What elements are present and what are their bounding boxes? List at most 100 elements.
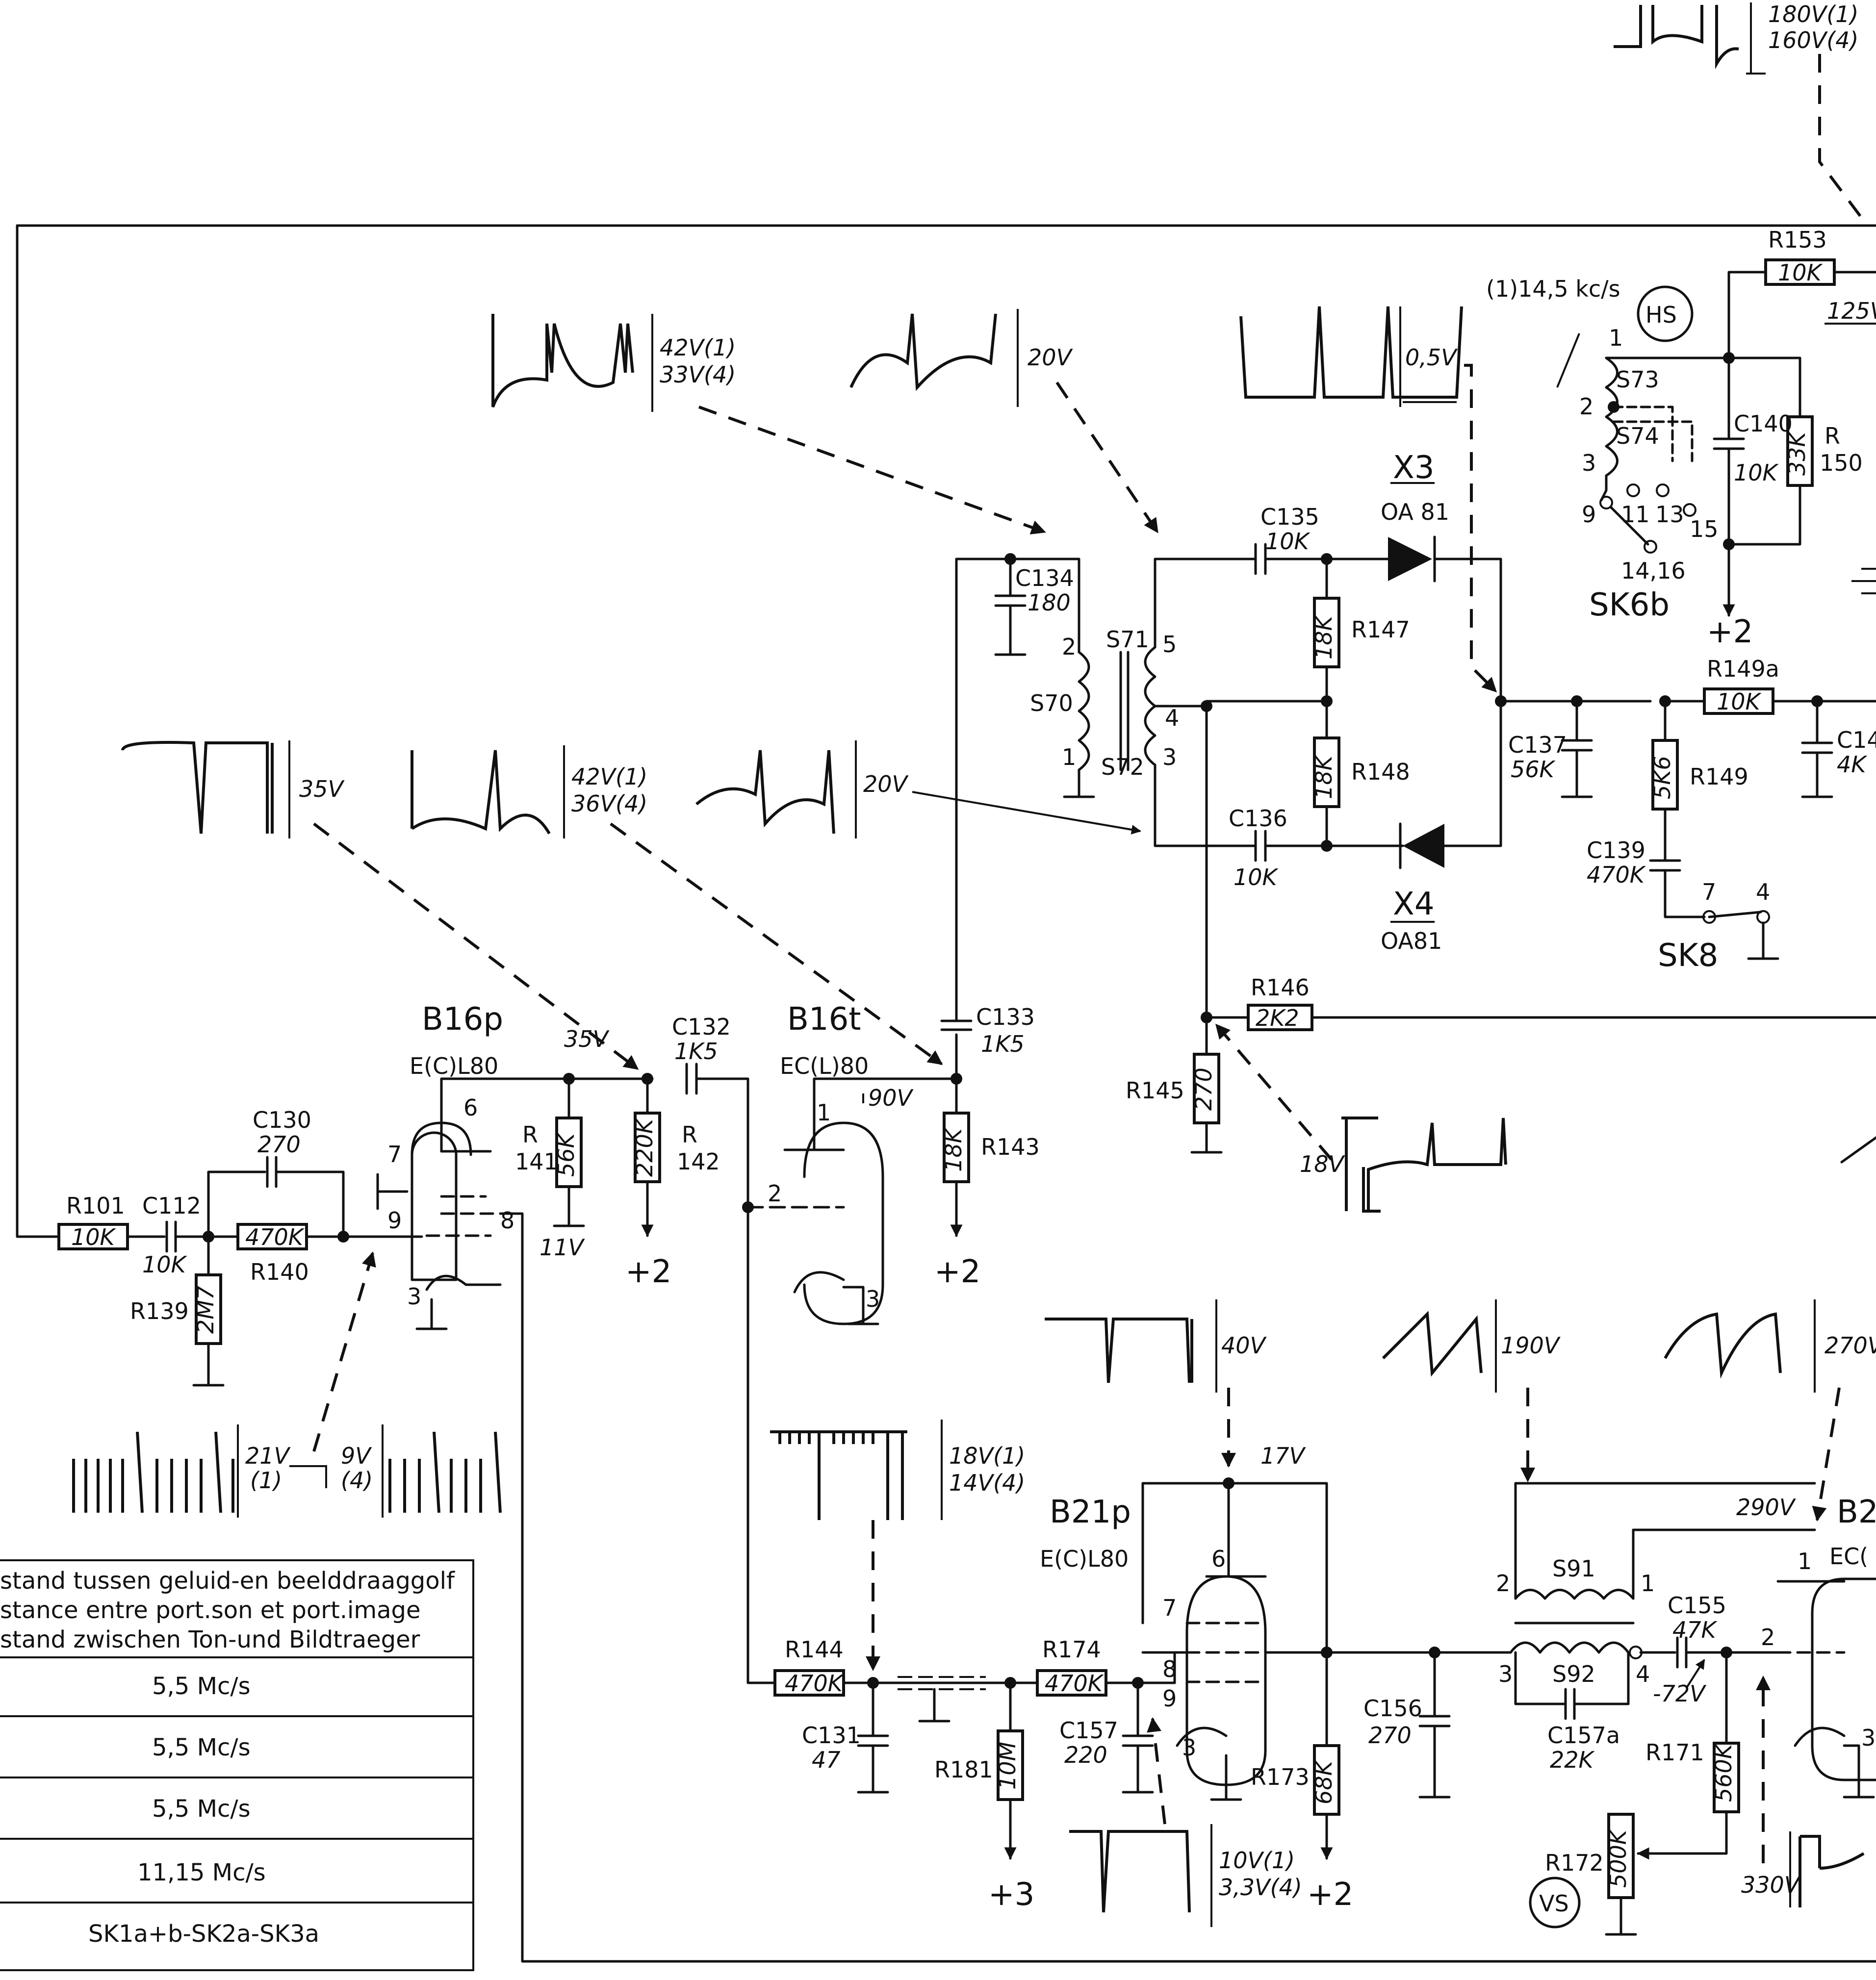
svg-text:42V(1): 42V(1): [660, 334, 736, 361]
c134-s70: C134 180 2 1 S70: [994, 553, 1130, 798]
svg-text:3: 3: [407, 1283, 421, 1310]
svg-text:R144: R144: [785, 1636, 844, 1663]
svg-text:4: 4: [1165, 705, 1179, 731]
table-row-3: 5,5 Mc/s: [152, 1795, 251, 1823]
svg-text:S71: S71: [1106, 626, 1149, 653]
b21p-output: 68K R173 +2 C156 270 C157a 22K S92 3 4 S…: [1251, 1482, 1816, 1913]
r143-c133: 18K R143 +2 C133 1K5: [934, 558, 1040, 1290]
svg-text:OA81: OA81: [1381, 928, 1442, 954]
table-header-3: stand zwischen Ton-und Bildtraeger: [0, 1626, 420, 1653]
svg-text:C132: C132: [672, 1014, 731, 1040]
table-row-4: 11,15 Mc/s: [137, 1859, 266, 1886]
svg-text:18K: 18K: [1311, 754, 1337, 799]
waveform-9: 40V 17V: [1045, 1299, 1307, 1469]
svg-text:S92: S92: [1552, 1661, 1595, 1687]
c112-ref: C112: [142, 1193, 201, 1219]
svg-text:142: 142: [677, 1148, 720, 1175]
svg-text:7: 7: [1702, 879, 1716, 905]
svg-text:36V(4): 36V(4): [571, 790, 647, 817]
svg-text:2K2: 2K2: [1256, 1005, 1299, 1031]
svg-text:90V: 90V: [868, 1085, 914, 1111]
svg-text:9: 9: [387, 1207, 402, 1234]
b16t-type: EC(L)80: [780, 1053, 869, 1079]
frequency-table: stand tussen geluid-en beelddraaggolf st…: [0, 1559, 474, 1971]
svg-text:13: 13: [1655, 501, 1684, 528]
svg-text:R153: R153: [1768, 227, 1827, 253]
svg-text:3: 3: [866, 1286, 880, 1312]
svg-text:68K: 68K: [1311, 1759, 1337, 1804]
svg-text:270: 270: [1190, 1067, 1217, 1111]
svg-text:R174: R174: [1042, 1636, 1101, 1663]
svg-text:1: 1: [1609, 325, 1623, 351]
b16p-type: E(C)L80: [410, 1053, 498, 1079]
svg-text:5: 5: [1162, 631, 1177, 658]
svg-text:+2: +2: [1307, 1877, 1353, 1913]
svg-text:+2: +2: [625, 1254, 671, 1290]
header-voltage-2: 160V(4): [1768, 27, 1858, 53]
r101-ref: R101: [66, 1193, 125, 1219]
svg-text:33V(4): 33V(4): [660, 361, 736, 388]
svg-text:S70: S70: [1030, 690, 1073, 716]
svg-text:2: 2: [1579, 393, 1593, 420]
svg-text:7: 7: [387, 1141, 402, 1168]
r145-r146: 2K2 R146 270 R145 18V: [1126, 974, 1876, 1213]
svg-text:1K5: 1K5: [674, 1038, 718, 1065]
c132: C132 1K5: [672, 1014, 749, 1209]
svg-text:B21p: B21p: [1050, 1494, 1131, 1530]
svg-text:R146: R146: [1251, 974, 1310, 1001]
svg-text:560K: 560K: [1710, 1742, 1737, 1802]
svg-text:10M: 10M: [994, 1742, 1021, 1790]
svg-text:56K: 56K: [553, 1131, 579, 1177]
svg-text:7: 7: [1162, 1595, 1177, 1621]
svg-text:8: 8: [1162, 1656, 1177, 1682]
svg-text:1: 1: [1062, 744, 1076, 770]
svg-text:42V(1): 42V(1): [571, 763, 647, 790]
waveform-4: 35V: [121, 740, 639, 1070]
svg-text:R172: R172: [1545, 1850, 1604, 1876]
svg-text:14V(4): 14V(4): [949, 1470, 1025, 1496]
svg-text:1K5: 1K5: [981, 1031, 1025, 1057]
svg-text:18V(1): 18V(1): [949, 1443, 1025, 1469]
svg-text:+2: +2: [1707, 614, 1753, 650]
svg-text:3: 3: [1582, 450, 1596, 476]
svg-text:17V: 17V: [1260, 1443, 1307, 1469]
hs-section: (1)14,5 kc/s HS 10K R153 125V 33K R 150 …: [1486, 227, 1876, 650]
top-waveform: 180V(1) 160V(4): [1614, 1, 1865, 222]
svg-text:3: 3: [1498, 1661, 1513, 1687]
svg-text:500K: 500K: [1605, 1828, 1631, 1888]
svg-text:R181: R181: [934, 1756, 993, 1783]
svg-text:R171: R171: [1645, 1739, 1704, 1766]
svg-text:40V: 40V: [1221, 1332, 1267, 1359]
svg-text:18K: 18K: [940, 1126, 967, 1172]
input-network: 10K R101 C112 10K 470K R140 C130 270 2M7…: [57, 1107, 389, 1387]
svg-text:SK8: SK8: [1658, 938, 1718, 974]
waveform-2: 20V: [849, 309, 1159, 533]
svg-text:150: 150: [1820, 450, 1863, 476]
svg-text:10K: 10K: [1265, 528, 1311, 555]
svg-text:(1)14,5 kc/s: (1)14,5 kc/s: [1486, 276, 1620, 302]
r140-value: 470K: [245, 1224, 305, 1250]
bottom-input-chain: 470K R144 C131 47 10M R181 +3 470K R174 …: [746, 1206, 1176, 1913]
b16t-name: B16t: [787, 1001, 861, 1038]
discriminator: C135 10K X3 OA 81 C136 10K X4 OA81 18K R…: [1201, 450, 1502, 1023]
svg-text:2: 2: [768, 1180, 782, 1207]
tube-b2x: B2 EC( 290V 1 3: [1736, 1494, 1876, 1799]
b16p-name: B16p: [422, 1001, 503, 1038]
svg-text:R143: R143: [981, 1134, 1040, 1160]
svg-text:C157a: C157a: [1547, 1722, 1620, 1749]
svg-text:C133: C133: [976, 1004, 1035, 1030]
svg-text:9V: 9V: [341, 1443, 372, 1469]
c112-value: 10K: [142, 1251, 188, 1278]
svg-text:2: 2: [1761, 1624, 1775, 1650]
table-row-2: 5,5 Mc/s: [152, 1734, 251, 1761]
b16p-anode-voltage: 35V: [564, 1026, 610, 1052]
svg-text:22K: 22K: [1550, 1747, 1595, 1773]
svg-text:47K: 47K: [1672, 1617, 1718, 1643]
svg-text:21V: 21V: [245, 1443, 291, 1469]
r101-value: 10K: [71, 1224, 117, 1250]
svg-text:9: 9: [1162, 1685, 1177, 1712]
svg-text:15: 15: [1690, 516, 1719, 542]
svg-text:1: 1: [817, 1099, 831, 1126]
r140-ref: R140: [250, 1259, 309, 1285]
